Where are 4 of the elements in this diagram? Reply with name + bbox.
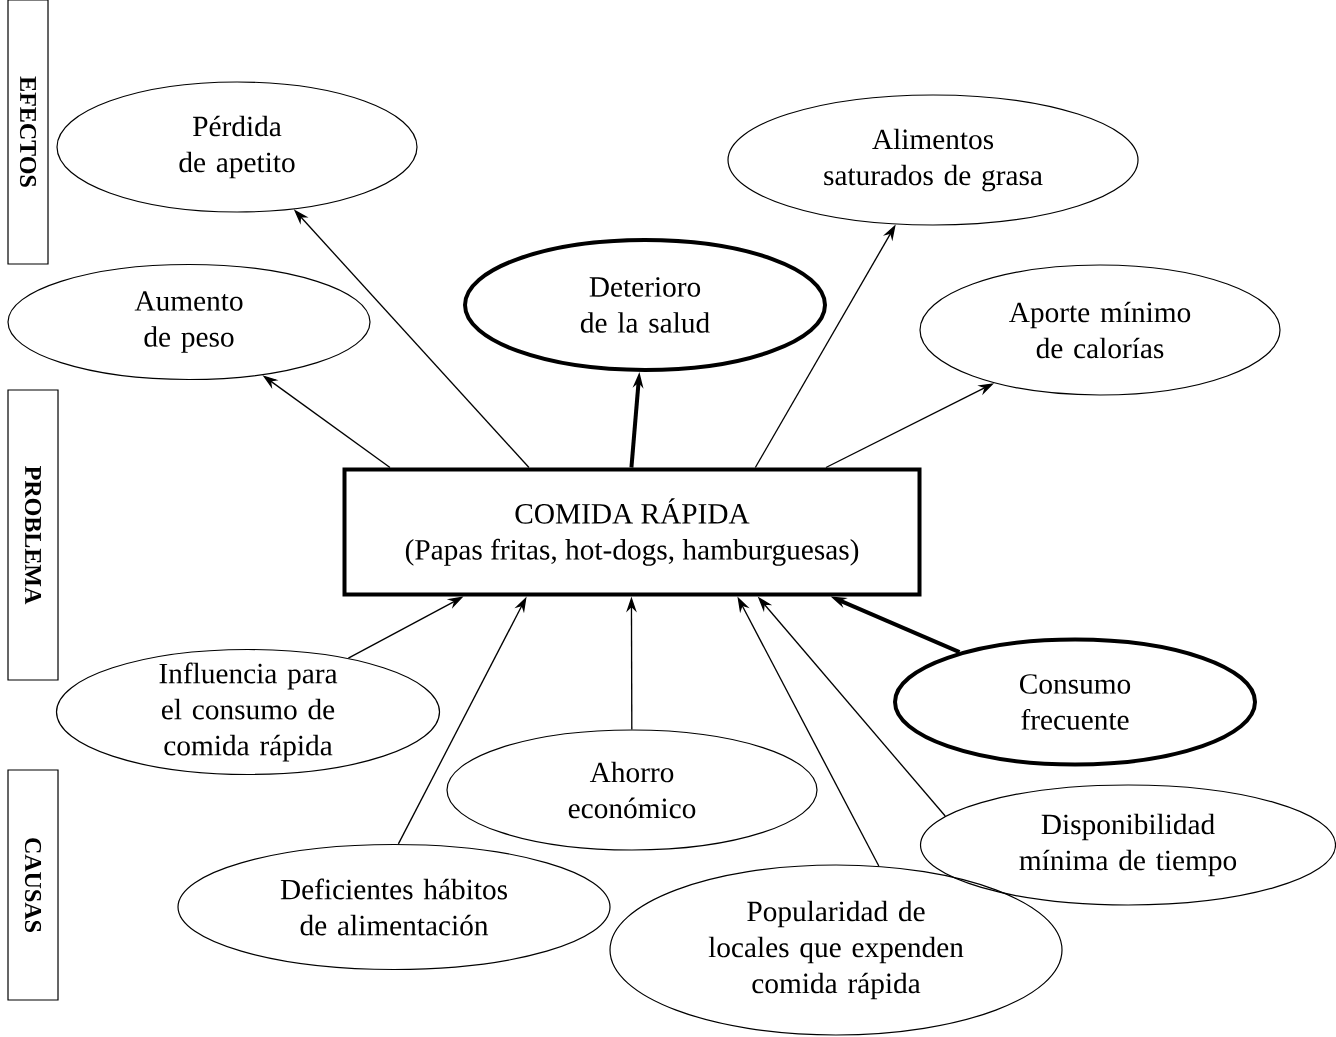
- section-label-box: PROBLEMA: [7, 389, 59, 681]
- problem-box: COMIDA RÁPIDA (Papas fritas, hot-dogs, hamburguesas): [342, 467, 922, 597]
- section-label-box: CAUSAS: [7, 769, 59, 1001]
- section-label-box: EFECTOS: [7, 0, 49, 265]
